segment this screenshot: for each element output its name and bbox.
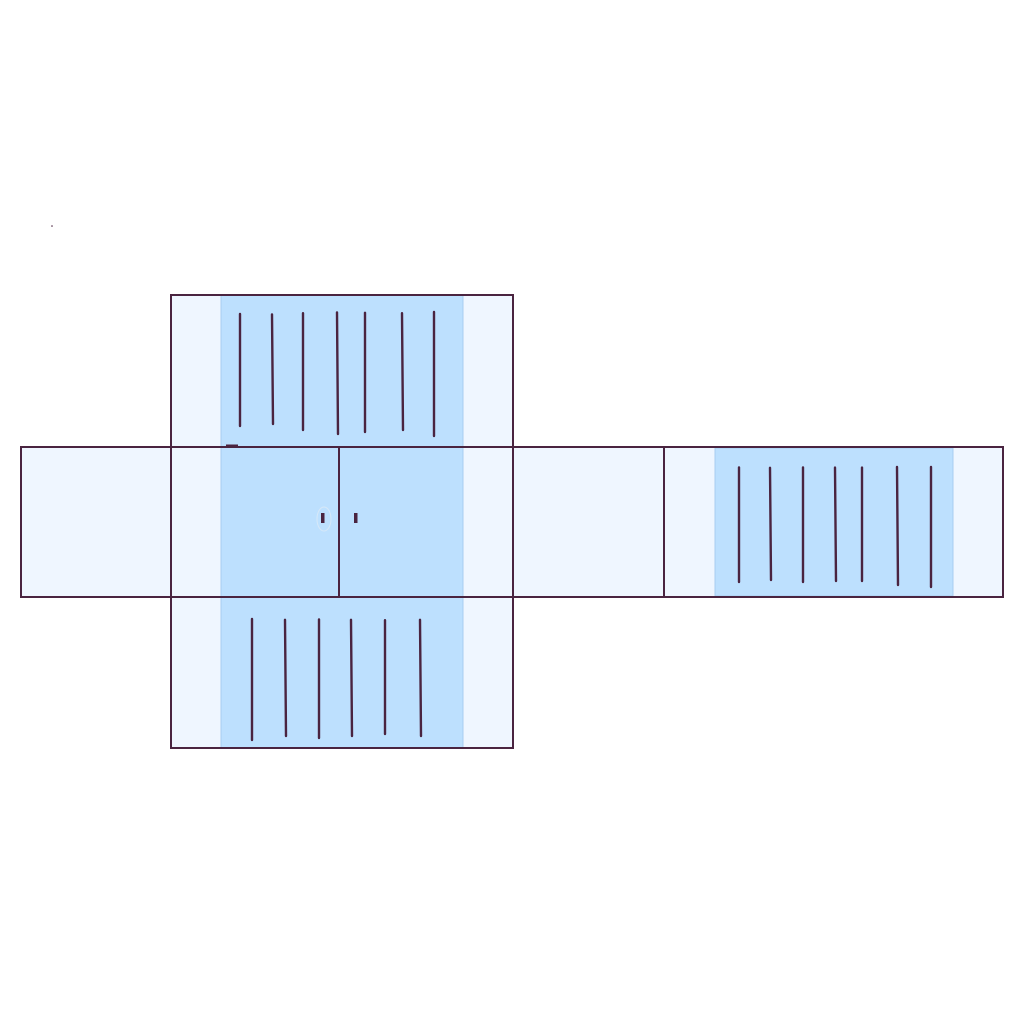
stray-dot: [51, 225, 53, 227]
face-front-door-handle-glint: [316, 506, 332, 532]
face-bottom-flap-stripe-2: [283, 618, 288, 738]
face-top-flap-stripe-2: [270, 313, 275, 426]
face-bottom-flap-stripe-4: [349, 618, 354, 738]
face-bottom-flap-outline: [170, 596, 514, 749]
face-front-door-door-handle-2: [354, 513, 358, 523]
face-front-door-door-handle-1: [321, 513, 325, 523]
face-bottom-flap-stripe-6: [418, 618, 423, 738]
face-back-panel-stripe-4: [833, 466, 838, 583]
face-bottom-flap-glass: [220, 596, 464, 749]
face-left-side-panel: [21, 447, 171, 597]
face-front-door-glass: [220, 446, 464, 598]
face-right-side-panel: [513, 447, 664, 597]
face-top-flap-stripe-6: [400, 312, 405, 432]
face-back-panel-stripe-2: [768, 466, 773, 582]
face-back-panel-outline: [663, 446, 1004, 598]
face-back-panel-stripe-6: [895, 465, 900, 587]
face-top-flap-glass: [220, 294, 464, 448]
face-top-flap-stripe-4: [335, 311, 340, 436]
